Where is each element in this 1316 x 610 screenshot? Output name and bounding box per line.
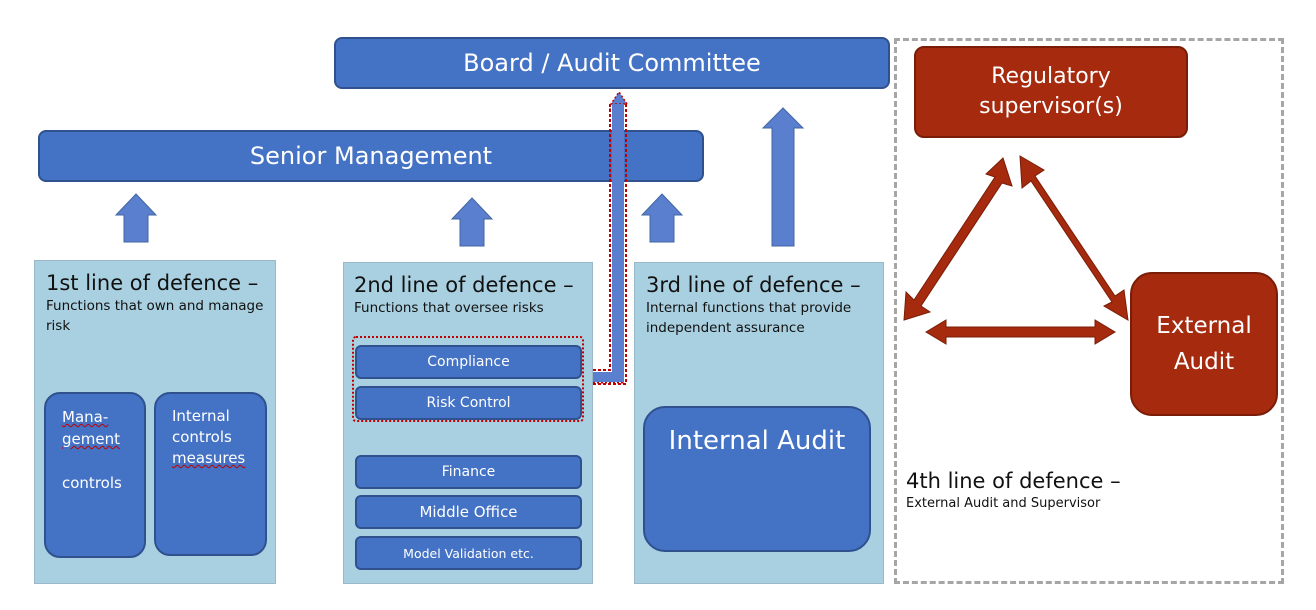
model-validation-label: Model Validation etc. [403, 545, 534, 561]
first-line-title: 1st line of defence – [46, 271, 259, 295]
arrow-regulator-external [1019, 155, 1129, 321]
up-arrow-line3b [761, 107, 805, 247]
management-controls-box: Mana- gement controls [44, 392, 146, 558]
board-label: Board / Audit Committee [463, 49, 761, 77]
senior-management-label: Senior Management [249, 142, 493, 170]
second-line-subtitle: Functions that oversee risks [354, 300, 544, 316]
finance-label: Finance [441, 464, 496, 480]
internal-audit-label: Internal Audit [668, 426, 846, 456]
up-arrow-line1 [114, 193, 158, 243]
external-audit-box: External Audit [1130, 272, 1278, 416]
compliance-risk-group [352, 336, 584, 422]
second-line-panel [343, 262, 593, 584]
model-validation-box: Model Validation etc. [355, 536, 582, 570]
risk-control-label: Risk Control [426, 395, 511, 411]
triangle-arrows [903, 155, 1129, 345]
fourth-line-title: 4th line of defence – [906, 469, 1121, 493]
icm-line1: Internal [172, 407, 230, 425]
finance-box: Finance [355, 455, 582, 489]
risk-control-box: Risk Control [355, 386, 582, 420]
third-line-title: 3rd line of defence – [646, 273, 861, 297]
escalation-arrowhead [609, 90, 629, 105]
escalation-shaft [612, 104, 624, 382]
second-line-title: 2nd line of defence – [354, 273, 574, 297]
middle-office-box: Middle Office [355, 495, 582, 529]
regulatory-supervisor-label: Regulatory supervisor(s) [979, 64, 1123, 119]
third-line-subtitle: Internal functions that provide independ… [646, 300, 852, 336]
board-audit-committee-box: Board / Audit Committee [334, 37, 890, 89]
compliance-label: Compliance [427, 354, 510, 370]
icm-line3: measures [172, 449, 246, 467]
first-line-subtitle: Functions that own and manage risk [46, 298, 264, 334]
arrow-regulator-4thline [903, 157, 1013, 321]
icm-line2: controls [172, 428, 232, 446]
mgmt-line3: controls [62, 474, 122, 492]
second-line-text: 2nd line of defence – Functions that ove… [354, 272, 590, 318]
regulatory-supervisor-box: Regulatory supervisor(s) [914, 46, 1188, 138]
first-line-text: 1st line of defence – Functions that own… [46, 270, 272, 336]
senior-management-box: Senior Management [38, 130, 704, 182]
fourth-line-container [894, 38, 1284, 584]
mgmt-line1: Mana- [62, 408, 109, 426]
external-audit-label: External Audit [1156, 313, 1252, 375]
up-arrow-line3a [640, 193, 684, 243]
internal-audit-box: Internal Audit [643, 406, 871, 552]
fourth-line-text: 4th line of defence – External Audit and… [906, 468, 1236, 514]
fourth-line-subtitle: External Audit and Supervisor [906, 496, 1101, 511]
up-arrow-line2 [450, 197, 494, 247]
mgmt-line2: gement [62, 430, 120, 448]
compliance-box: Compliance [355, 345, 582, 379]
middle-office-label: Middle Office [419, 503, 518, 521]
third-line-text: 3rd line of defence – Internal functions… [646, 272, 880, 338]
internal-controls-box: Internal controls measures [154, 392, 267, 556]
escalation-elbow [593, 372, 624, 382]
arrow-4thline-external [925, 319, 1116, 345]
